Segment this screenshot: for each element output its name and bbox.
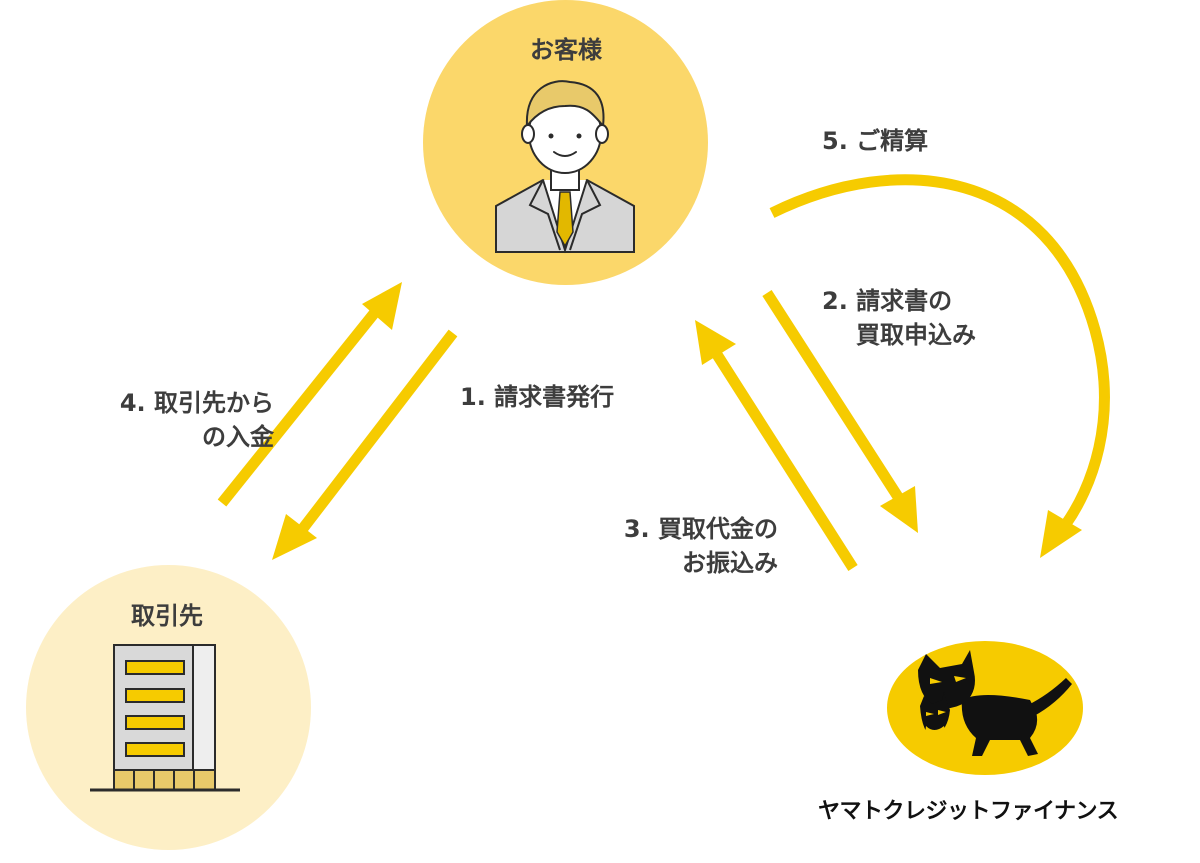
step5-line1: 5. ご精算 [822,127,929,155]
step4-line1: 4. 取引先から [119,389,274,417]
step1-label: 1. 請求書発行 [460,380,614,414]
step4-label: 4. 取引先から の入金 [80,386,274,454]
partner-title: 取引先 [131,602,203,630]
step4-line2: の入金 [202,423,274,451]
step2-line2: 買取申込み [856,321,976,349]
step1-line1: 1. 請求書発行 [460,383,615,411]
brand-name: ヤマトクレジットファイナンス [818,799,1119,824]
step2-label: 2. 請求書の 買取申込み [822,284,976,352]
step3-line1: 3. 買取代金の [623,515,778,543]
step2-line1: 2. 請求書の [822,287,953,315]
step3-label: 3. 買取代金の お振込み [590,512,778,580]
step3-line2: お振込み [682,549,778,577]
arrow-step5 [769,174,1110,558]
step5-label: 5. ご精算 [822,124,928,158]
customer-title: お客様 [530,36,602,64]
arrow-step1 [272,329,458,560]
